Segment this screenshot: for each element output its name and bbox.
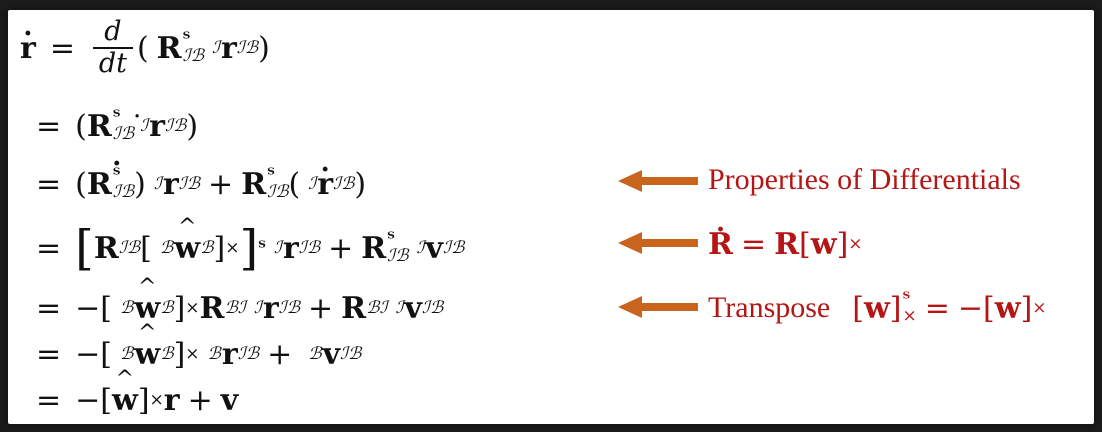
equation-line-7: =−[w^]×r+v (36, 366, 239, 418)
annotation-transpose-label: Transpose (708, 291, 831, 324)
annotation-properties-label: Properties of Differentials (708, 163, 1021, 196)
annotation-transpose: Transpose [w]ᵀ×=−[w]× (708, 289, 1047, 326)
arrow-icon (618, 292, 698, 322)
arrow-icon (618, 166, 698, 196)
r-dot: r· (20, 18, 36, 66)
annotation-rdot-identity: R·=R[w]× (708, 214, 863, 262)
arrow-icon (618, 228, 698, 258)
annotation-properties-of-differentials: Properties of Differentials (708, 160, 1021, 200)
